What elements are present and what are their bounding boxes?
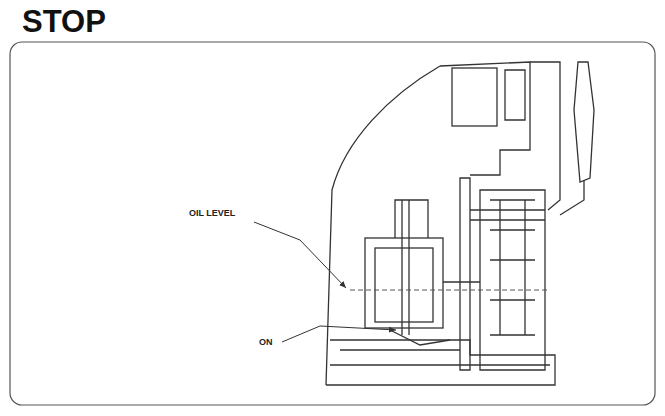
valve-body [480, 190, 545, 370]
tank-rod [402, 200, 409, 335]
oil-pipe [443, 281, 480, 282]
base-plate [326, 340, 555, 385]
cross-bolt [470, 210, 545, 220]
level-line [350, 290, 550, 291]
tank-cap [395, 200, 428, 238]
part-label: OIL LEVEL [188, 208, 236, 219]
shaft-left [460, 178, 470, 370]
right-wall [530, 62, 560, 210]
oil-tank-inner [375, 248, 433, 322]
machine-section [326, 62, 594, 385]
base-lines [330, 350, 550, 365]
housing-top [440, 62, 530, 175]
leader-line [282, 326, 396, 342]
panel-frame [10, 42, 655, 405]
oil-outlet [390, 330, 450, 345]
probe [574, 62, 594, 182]
leader-line [254, 222, 346, 288]
probe-wire [560, 180, 584, 215]
housing-outline [326, 66, 440, 385]
oil-tank [365, 238, 443, 328]
page-title: STOP [22, 6, 106, 37]
top-cavity [452, 68, 497, 126]
part-label: ON [258, 337, 274, 348]
top-cavity-right [505, 70, 525, 120]
